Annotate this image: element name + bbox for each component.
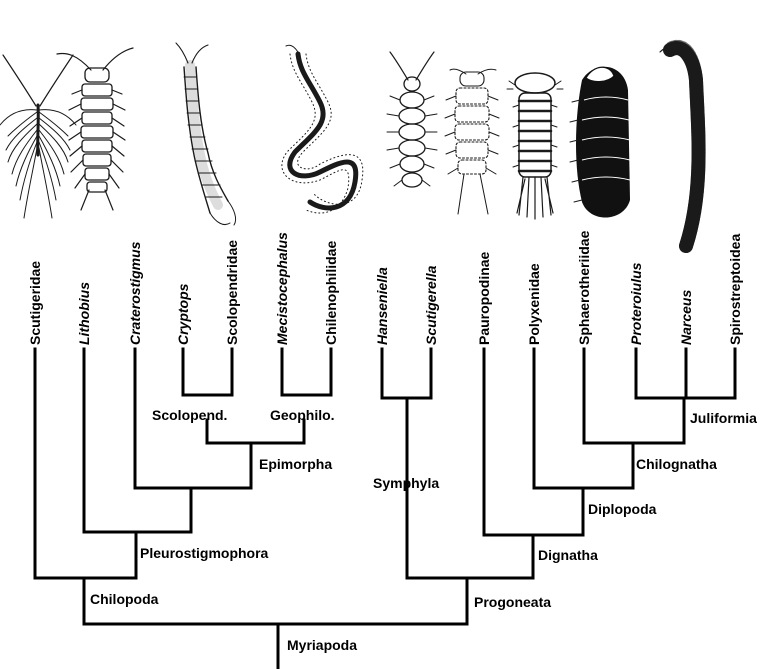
- clade-label-epimorpha: Epimorpha: [259, 456, 332, 472]
- leaf-label-sphaerotheriidae: Sphaerotheriidae: [576, 230, 592, 345]
- soil-centipede-icon: [281, 44, 364, 214]
- clade-labels: Scolopend. Geophilo. Epimorpha Pleurosti…: [90, 407, 757, 653]
- leaf-label-cryptops: Cryptops: [175, 283, 191, 345]
- clade-label-juliformia: Juliformia: [690, 410, 757, 426]
- leaf-labels: Scutigeridae Lithobius Craterostigmus Cr…: [27, 230, 743, 345]
- cylindrical-millipede-icon: [659, 39, 706, 253]
- tree-branches: [33, 347, 737, 669]
- leaf-label-polyxenidae: Polyxenidae: [526, 263, 542, 345]
- leaf-label-hanseniella: Hanseniella: [374, 267, 390, 345]
- pill-millipede-icon: [569, 66, 631, 218]
- bristly-millipede-icon: [506, 72, 564, 220]
- stone-centipede-icon: [56, 47, 134, 211]
- clade-label-chilognatha: Chilognatha: [636, 456, 717, 472]
- clade-label-pleurostigmophora: Pleurostigmophora: [140, 545, 269, 561]
- clade-label-diplopoda: Diplopoda: [588, 501, 657, 517]
- leaf-label-lithobius: Lithobius: [76, 282, 92, 345]
- clade-label-myriapoda: Myriapoda: [287, 637, 357, 653]
- clade-label-dignatha: Dignatha: [538, 547, 598, 563]
- symphylan-icon: [386, 51, 438, 188]
- clade-label-progoneata: Progoneata: [474, 594, 551, 610]
- cryptops-centipede-icon: [175, 42, 237, 226]
- leaf-label-spirostreptoidea: Spirostreptoidea: [727, 234, 743, 345]
- house-centipede-icon: [0, 54, 77, 219]
- leaf-label-craterostigmus: Craterostigmus: [127, 241, 143, 345]
- clade-label-symphyla: Symphyla: [373, 475, 439, 491]
- leaf-label-proteroiulus: Proteroiulus: [628, 262, 644, 345]
- leaf-label-mecistocephalus: Mecistocephalus: [274, 232, 290, 345]
- clade-label-scolopend: Scolopend.: [152, 407, 227, 423]
- leaf-label-pauropodinae: Pauropodinae: [476, 251, 492, 345]
- clade-label-chilopoda: Chilopoda: [90, 591, 159, 607]
- clade-label-geophilo: Geophilo.: [270, 407, 335, 423]
- leaf-label-scolopendridae: Scolopendridae: [224, 240, 240, 345]
- leaf-label-scutigerella: Scutigerella: [423, 265, 439, 345]
- leaf-label-scutigeridae: Scutigeridae: [27, 261, 43, 345]
- leaf-label-narceus: Narceus: [678, 290, 694, 345]
- pauropod-icon: [444, 68, 500, 215]
- leaf-label-chilenophilidae: Chilenophilidae: [323, 241, 339, 345]
